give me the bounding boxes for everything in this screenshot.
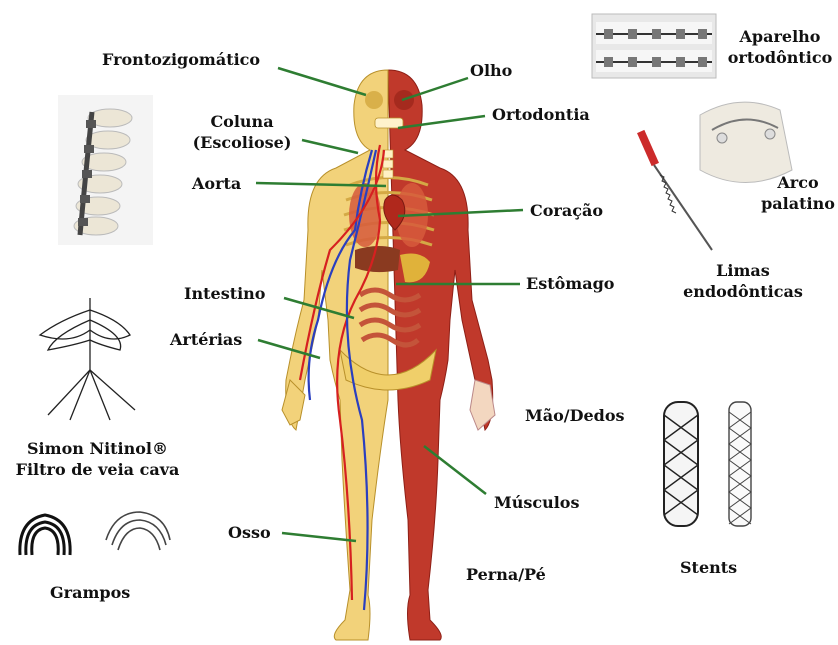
vena-cava-filter-icon	[40, 298, 135, 420]
label-simon-nitinol: Simon Nitinol® Filtro de veia cava	[0, 438, 195, 480]
label-limas-line2: endodônticas	[668, 281, 818, 302]
stent-icon	[664, 402, 751, 526]
label-olho: Olho	[470, 60, 512, 81]
label-arco-line2: palatino	[758, 193, 838, 214]
label-aparelho-ortodontico: Aparelho ortodôntico	[722, 26, 838, 68]
label-stents: Stents	[680, 557, 737, 578]
label-musculos: Músculos	[494, 492, 579, 513]
label-intestino: Intestino	[184, 283, 265, 304]
label-mao-dedos: Mão/Dedos	[525, 405, 625, 426]
label-frontozigomatico: Frontozigomático	[102, 49, 260, 70]
label-arco-palatino: Arco palatino	[758, 172, 838, 214]
label-coracao: Coração	[530, 200, 603, 221]
label-coluna: Coluna (Escoliose)	[192, 111, 292, 153]
label-simon-line2: Filtro de veia cava	[0, 459, 195, 480]
staples-icon	[20, 512, 170, 555]
label-perna-pe: Perna/Pé	[466, 564, 546, 585]
label-aorta: Aorta	[192, 173, 241, 194]
label-ortodontia: Ortodontia	[492, 104, 590, 125]
brackets-icon	[592, 14, 716, 78]
label-grampos: Grampos	[50, 582, 130, 603]
label-estomago: Estômago	[526, 273, 614, 294]
leader-lines	[256, 68, 523, 541]
label-limas-endodonticas: Limas endodônticas	[668, 260, 818, 302]
label-coluna-line1: Coluna	[192, 111, 292, 132]
label-arterias: Artérias	[170, 329, 242, 350]
label-aparelho-line2: ortodôntico	[722, 47, 838, 68]
label-coluna-line2: (Escoliose)	[192, 132, 292, 153]
label-osso: Osso	[228, 522, 271, 543]
label-arco-line1: Arco	[758, 172, 838, 193]
label-simon-line1: Simon Nitinol®	[0, 438, 195, 459]
palatal-arch-icon	[700, 102, 792, 182]
label-aparelho-line1: Aparelho	[722, 26, 838, 47]
spine-implant-icon	[58, 95, 153, 245]
label-limas-line1: Limas	[668, 260, 818, 281]
